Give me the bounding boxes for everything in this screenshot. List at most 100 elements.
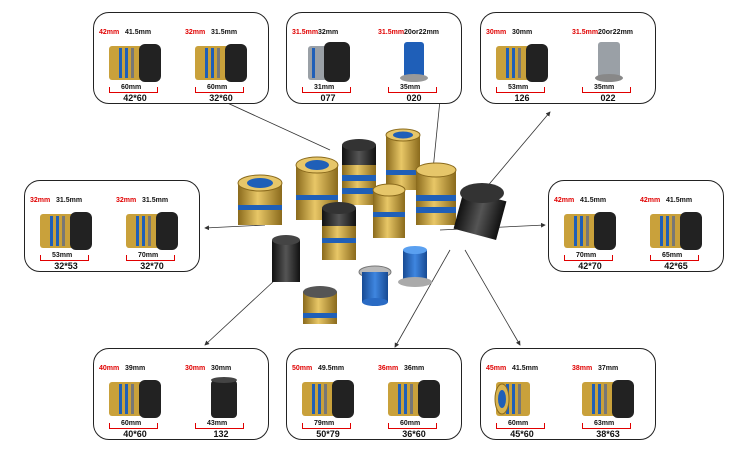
dimension-tick [612,255,613,261]
length-label: 35mm [594,84,615,91]
inner-diameter-label: 20or22mm [598,29,634,36]
dimension-tick [388,423,389,429]
part-image [211,377,237,418]
length-dimension-line [564,260,612,261]
length-dimension-line [302,428,350,429]
inner-diameter-label: 37mm [598,365,619,372]
dimension-tick [174,255,175,261]
dimension-tick [302,423,303,429]
length-label: 43mm [207,420,228,427]
inner-diameter-label: 36mm [404,365,425,372]
part-image [650,212,702,250]
outer-diameter-label: 30mm [486,29,507,36]
part-image [126,212,178,250]
length-dimension-line [496,428,544,429]
dimension-tick [40,255,41,261]
model-caption: 077 [320,93,336,103]
inner-diameter-label: 41.5mm [512,365,539,372]
inner-diameter-label: 30mm [512,29,533,36]
model-caption: 42*70 [578,261,602,271]
part-image [496,44,548,82]
dimension-tick [698,255,699,261]
length-label: 53mm [52,252,73,259]
product-item: 30mm 30mm 53mm 126 [484,12,568,103]
inner-diameter-label: 49.5mm [318,365,345,372]
dimension-tick [582,87,583,93]
model-caption: 132 [213,429,229,439]
dimension-tick [496,423,497,429]
inner-diameter-label: 31.5mm [56,197,83,204]
outer-diameter-label: 42mm [554,197,575,204]
part-image [40,212,92,250]
model-caption: 022 [600,93,616,103]
length-label: 65mm [662,252,683,259]
dimension-tick [564,255,565,261]
dimension-tick [243,87,244,93]
outer-diameter-label: 36mm [378,365,399,372]
dimension-tick [109,87,110,93]
model-caption: 50*79 [316,429,340,439]
inner-diameter-label: 31.5mm [211,29,238,36]
length-dimension-line [582,428,630,429]
length-dimension-line [388,428,436,429]
outer-diameter-label: 42mm [99,29,120,36]
model-caption: 126 [514,93,530,103]
part-image [582,380,634,418]
part-image [109,380,161,418]
length-label: 79mm [314,420,335,427]
dimension-tick [388,87,389,93]
inner-diameter-label: 39mm [125,365,146,372]
dimension-tick [496,87,497,93]
length-label: 70mm [576,252,597,259]
part-image [302,380,354,418]
model-caption: 32*53 [54,261,78,271]
dimension-tick [126,255,127,261]
length-dimension-line [126,260,174,261]
dimension-tick [544,423,545,429]
outer-diameter-label: 32mm [116,197,137,204]
dimension-tick [582,423,583,429]
length-label: 53mm [508,84,529,91]
dimension-tick [157,423,158,429]
outer-diameter-label: 31.5mm [292,29,319,36]
dimension-tick [88,255,89,261]
model-caption: 40*60 [123,429,147,439]
length-label: 35mm [400,84,421,91]
dimension-tick [436,87,437,93]
part-image [195,44,247,82]
length-dimension-line [109,428,157,429]
length-label: 60mm [508,420,529,427]
dimension-tick [350,87,351,93]
outer-diameter-label: 40mm [99,365,120,372]
outer-diameter-label: 32mm [30,197,51,204]
model-caption: 36*60 [402,429,426,439]
inner-diameter-label: 41.5mm [580,197,607,204]
length-label: 60mm [207,84,228,91]
inner-diameter-label: 41.5mm [125,29,152,36]
inner-diameter-label: 20or22mm [404,29,440,36]
model-caption: 020 [406,93,422,103]
length-dimension-line [40,260,88,261]
inner-diameter-label: 41.5mm [666,197,693,204]
model-caption: 38*63 [596,429,620,439]
outer-diameter-label: 30mm [185,365,206,372]
length-dimension-line [195,428,243,429]
dimension-tick [109,423,110,429]
cluster-part [237,174,283,225]
outer-diameter-label: 32mm [185,29,206,36]
outer-diameter-label: 50mm [292,365,313,372]
length-dimension-line [109,92,157,93]
length-dimension-line [195,92,243,93]
part-image [400,42,428,82]
product-item: 42mm 41.5mm 70mm 42*70 [552,180,636,271]
